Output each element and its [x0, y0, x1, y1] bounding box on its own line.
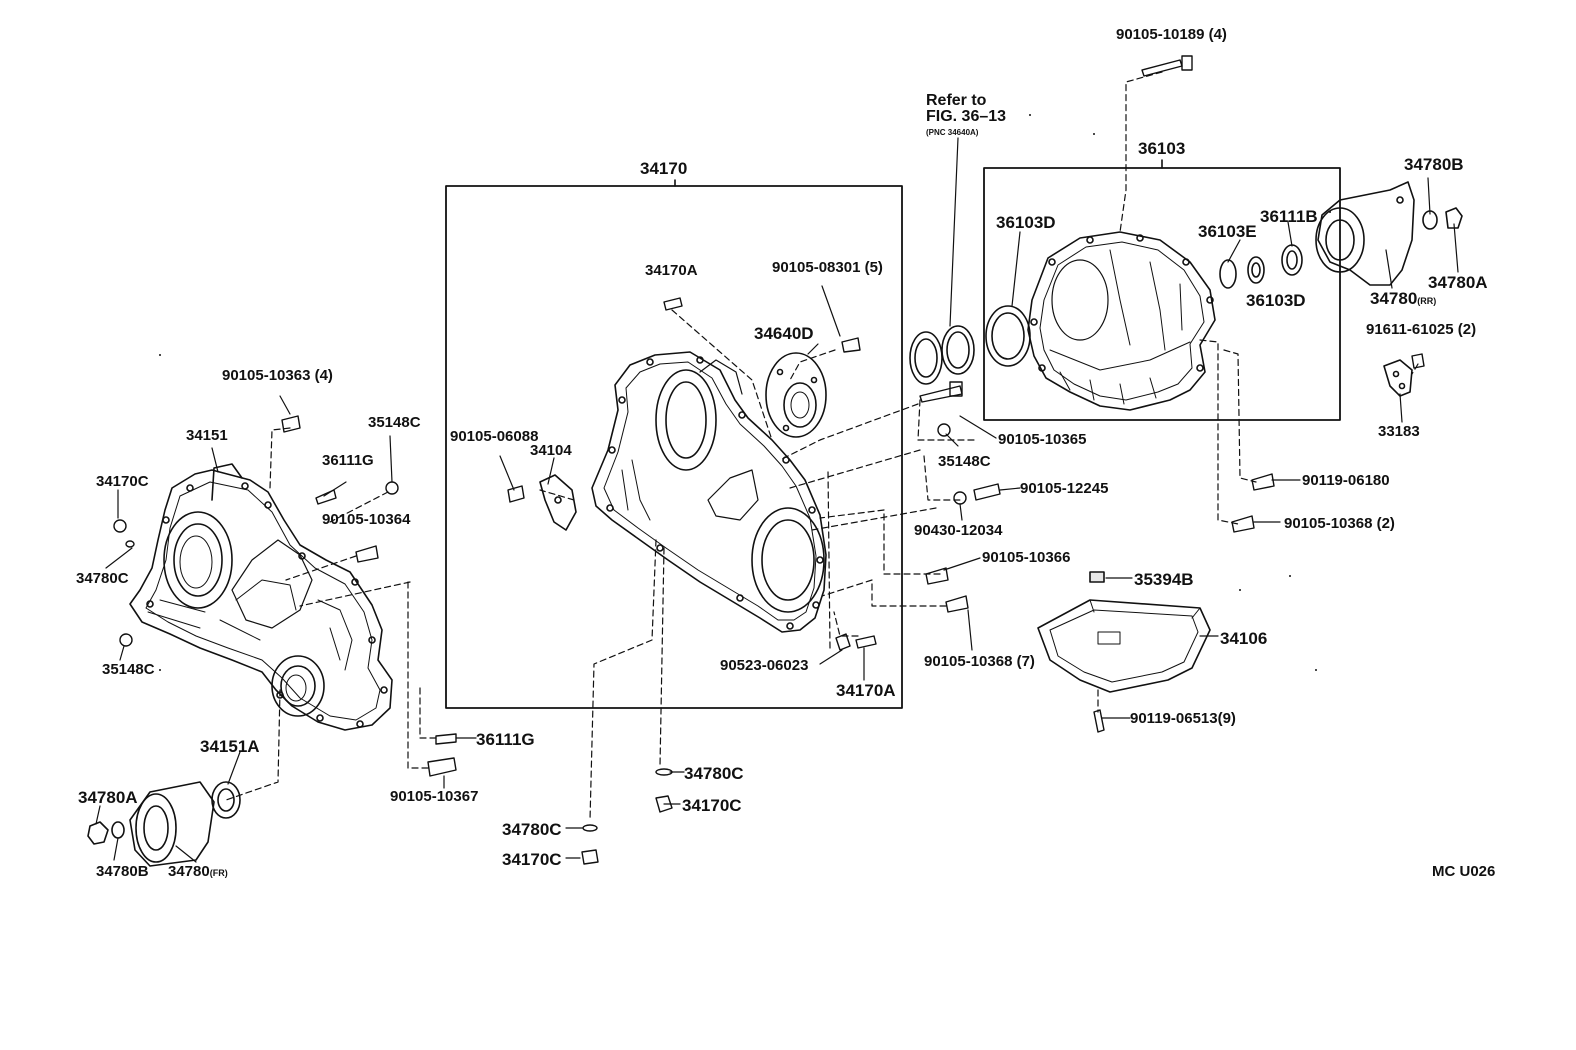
part-label: 33183 — [1378, 423, 1420, 440]
part-label: 34151 — [186, 427, 228, 444]
plate-34104 — [539, 474, 577, 531]
transfer-case-rear-cover — [591, 351, 827, 633]
part-number: 34780 — [1370, 289, 1418, 308]
part-label: 34780C — [684, 764, 744, 783]
refer-note-line1: Refer to — [926, 92, 987, 109]
part-suffix: (FR) — [209, 868, 228, 878]
part-label: 34170A — [645, 262, 698, 279]
part-label: 35394B — [1134, 570, 1194, 589]
part-label: 34780A — [78, 788, 138, 807]
part-label: 90119-06180 — [1302, 472, 1390, 489]
part-label: 34106 — [1220, 629, 1268, 648]
part-label: 90105-10366 — [982, 549, 1071, 566]
solid-leaders — [95, 137, 1459, 863]
part-label: 36111G — [322, 452, 374, 469]
part-label: 36103D — [1246, 291, 1306, 310]
transfer-case-front-housing — [129, 463, 393, 731]
part-label: 34151A — [200, 737, 260, 756]
refer-note: Refer to FIG. 36–13 (PNC 34640A) — [926, 93, 1006, 141]
part-label: 34780C — [76, 570, 129, 587]
part-label: 34780(RR) — [1370, 290, 1436, 307]
part-label: 34170C — [96, 473, 149, 490]
oil-seals — [909, 244, 1303, 385]
refer-note-line3: (PNC 34640A) — [926, 128, 979, 137]
part-label: 34780A — [1428, 273, 1488, 292]
part-label: 90105-10368 (7) — [924, 653, 1035, 670]
part-label: 90430-12034 — [914, 522, 1003, 539]
part-suffix: (RR) — [1417, 296, 1437, 306]
part-number: 34780 — [168, 863, 210, 880]
oil-pan-34106 — [1037, 571, 1211, 693]
refer-note-line2: FIG. 36–13 — [926, 108, 1007, 125]
part-label: 34170A — [836, 681, 896, 700]
part-label: 36103E — [1198, 222, 1257, 241]
leader-lines — [225, 71, 1419, 821]
part-label: 34780B — [96, 863, 149, 880]
bolts — [113, 55, 1425, 865]
part-label: 35148C — [102, 661, 155, 678]
group-box-36103 — [983, 159, 1341, 421]
part-label: 90105-10364 — [322, 511, 411, 528]
group-box-34170 — [445, 179, 903, 709]
part-label: 34780(FR) — [168, 864, 228, 879]
part-label: 34640D — [754, 324, 814, 343]
group-label-36103: 36103 — [1138, 139, 1186, 158]
part-number: 90119-06513 — [1130, 710, 1218, 727]
flange-34780-rr — [1315, 181, 1463, 286]
part-label: 34170C — [682, 796, 742, 815]
part-label: 34104 — [530, 442, 572, 459]
part-label: 90105-12245 — [1020, 480, 1109, 497]
extension-housing-36103 — [1027, 231, 1216, 411]
flange-34780-fr — [87, 781, 241, 867]
oil-pump-cover-34640D — [765, 352, 827, 438]
part-label: 34780B — [1404, 155, 1464, 174]
part-label: 90105-10365 — [998, 431, 1087, 448]
part-label: 90523-06023 — [720, 657, 809, 674]
part-label: 91611-61025 (2) — [1366, 321, 1477, 338]
part-label: 90105-10189 (4) — [1116, 26, 1227, 43]
part-label: 36111B — [1260, 207, 1318, 226]
part-label: 35148C — [938, 453, 991, 470]
group-label-34170: 34170 — [640, 159, 688, 178]
figure-code: MC U026 — [1432, 863, 1496, 880]
part-suffix: (9) — [1217, 710, 1236, 727]
part-label: 36103D — [996, 213, 1056, 232]
part-label: 35148C — [368, 414, 421, 431]
bracket-33183 — [1383, 359, 1413, 397]
part-label: 34780C — [502, 820, 562, 839]
scan-specks — [159, 114, 1331, 671]
part-label: 90105-10368 (2) — [1284, 515, 1395, 532]
part-label: 34170C — [502, 850, 562, 869]
part-label: 36111G — [476, 730, 535, 749]
part-label: 90105-08301 (5) — [772, 259, 883, 276]
part-label: 90105-10363 (4) — [222, 367, 333, 384]
part-label: 90119-06513(9) — [1130, 711, 1236, 726]
part-label: 90105-06088 — [450, 428, 539, 445]
part-label: 90105-10367 — [390, 788, 479, 805]
